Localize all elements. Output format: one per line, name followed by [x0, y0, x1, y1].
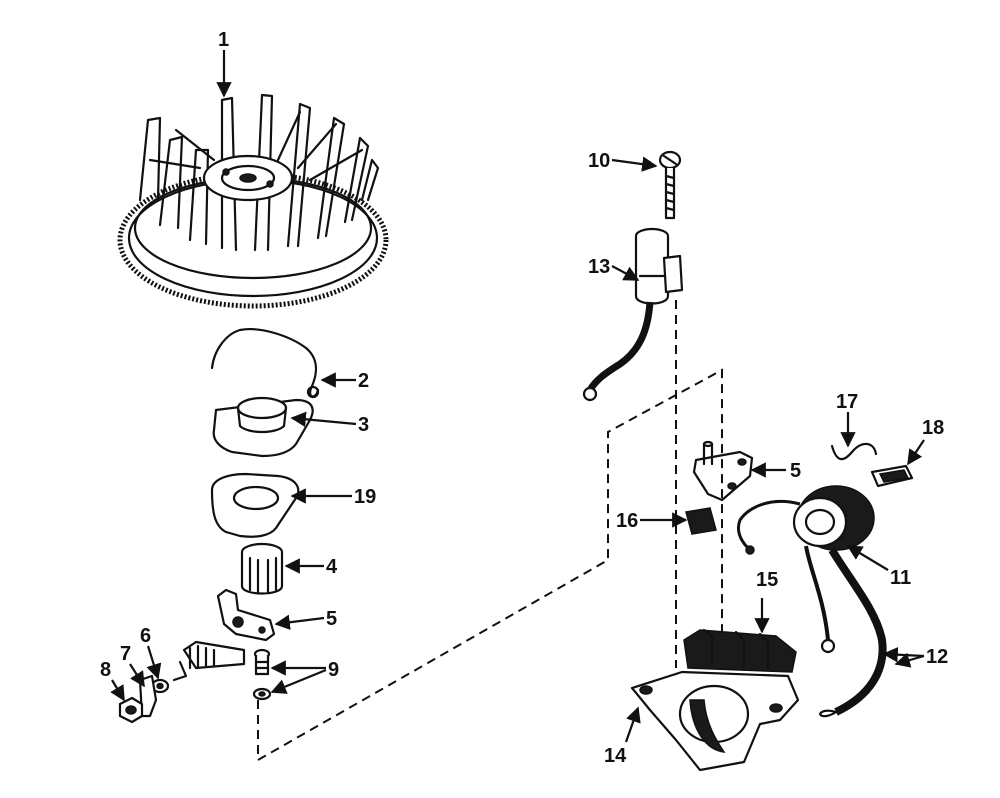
alignment-lines — [257, 300, 723, 762]
condenser-lead-wire — [586, 301, 654, 392]
condenser-screw-part — [658, 150, 682, 220]
coil-lead-short — [736, 499, 801, 550]
callout-19: 19 — [354, 486, 376, 508]
callout-labels: 1 2 3 19 4 5 6 7 8 9 10 13 17 18 5 16 11… — [100, 29, 948, 767]
breaker-box-part — [630, 628, 800, 772]
pad-16-part — [685, 507, 717, 535]
condenser-part — [582, 227, 684, 402]
callout-6: 6 — [140, 625, 151, 647]
callout-11: 11 — [890, 567, 911, 589]
callout-8: 8 — [100, 659, 111, 681]
screw-9-part — [252, 648, 272, 701]
wick-18-part — [870, 464, 914, 488]
callout-13: 13 — [588, 256, 610, 278]
cam-plate-part — [212, 396, 314, 458]
callout-3: 3 — [358, 414, 369, 436]
washer-plate-part — [210, 472, 300, 538]
callout-9: 9 — [328, 659, 339, 681]
spring-wire-17-part — [830, 442, 878, 461]
callout-5-left: 5 — [326, 608, 337, 630]
coil-11-part — [736, 485, 875, 555]
leads-12-part — [804, 545, 887, 718]
callout-14: 14 — [604, 745, 627, 767]
bushing-part — [240, 542, 284, 595]
callout-15: 15 — [756, 569, 778, 591]
breaker-arm-part — [172, 588, 276, 682]
callout-17: 17 — [836, 391, 858, 413]
callout-4: 4 — [326, 556, 338, 578]
callout-18: 18 — [922, 417, 944, 439]
leader-lines — [110, 50, 925, 743]
callout-5-right: 5 — [790, 460, 801, 482]
callout-1: 1 — [218, 29, 229, 51]
callout-12: 12 — [926, 646, 948, 668]
callout-10: 10 — [588, 150, 610, 172]
callout-2: 2 — [358, 370, 369, 392]
callout-7: 7 — [120, 643, 131, 665]
nut-8-part — [118, 696, 144, 724]
flywheel-part — [117, 93, 389, 309]
spring-clip-part — [210, 328, 320, 398]
callout-16: 16 — [616, 510, 638, 532]
